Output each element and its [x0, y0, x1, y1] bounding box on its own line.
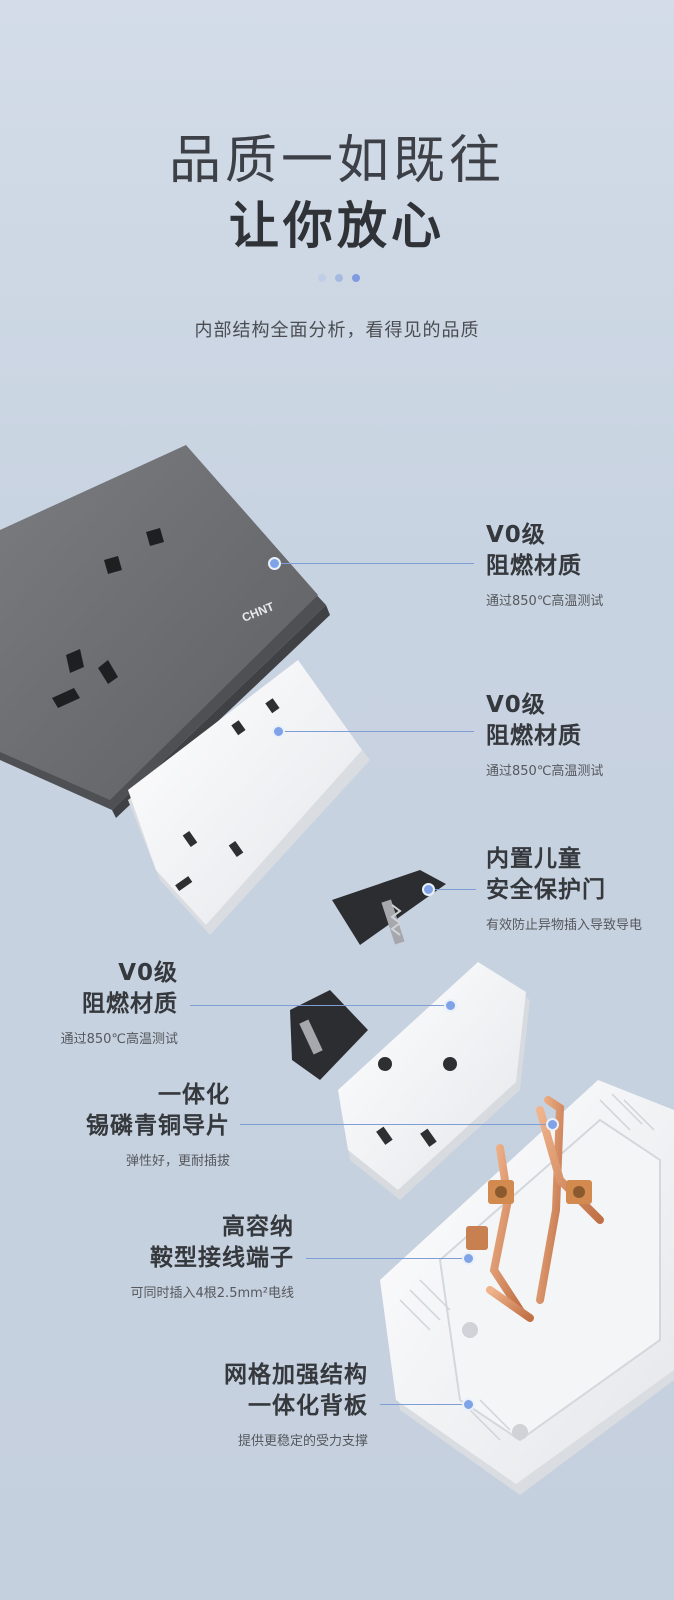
hero-subtitle: 让你放心: [229, 197, 445, 255]
wiring-terminals: [466, 1180, 592, 1250]
safety-shutter-upper: [332, 870, 446, 945]
callout-title-line1: 网格加强结构: [224, 1362, 368, 1388]
dot-indicator-3: [352, 274, 360, 282]
safety-shutter-lower: [290, 990, 368, 1080]
connector-line-5: [240, 1124, 552, 1125]
callout-desc: 有效防止异物插入导致导电: [486, 918, 643, 933]
connector-point-3: [422, 883, 435, 896]
connector-line-2: [282, 731, 474, 732]
callout-terminals: 高容纳 鞍型接线端子 可同时插入4根2.5mm²电线: [131, 1212, 294, 1301]
callout-title-line2: 锡磷青铜导片: [86, 1113, 230, 1139]
connector-line-4: [190, 1005, 450, 1006]
connector-point-2: [272, 725, 285, 738]
callout-title-line2: 一体化背板: [248, 1393, 368, 1419]
callout-desc: 可同时插入4根2.5mm²电线: [130, 1286, 294, 1301]
callout-desc: 通过850℃高温测试: [486, 594, 604, 609]
callout-title-line1: 内置儿童: [486, 846, 582, 872]
callout-desc: 弹性好，更耐插拔: [125, 1154, 230, 1169]
callout-title-line1: V0级: [486, 522, 546, 548]
hero-title: 品质一如既往: [168, 131, 505, 191]
dot-indicator-2: [335, 274, 343, 282]
inner-frame: [338, 962, 530, 1200]
connector-point-7: [462, 1398, 475, 1411]
callout-title-line2: 阻燃材质: [486, 553, 582, 579]
back-base: [380, 1080, 674, 1495]
callout-frame: V0级 阻燃材质 通过850℃高温测试: [486, 690, 603, 779]
connector-point-1: [268, 557, 281, 570]
callout-inner-frame: V0级 阻燃材质 通过850℃高温测试: [61, 958, 178, 1047]
connector-point-4: [444, 999, 457, 1012]
flame-retardant-frame: [128, 660, 370, 935]
connector-point-6: [462, 1252, 475, 1265]
callout-title-line1: 一体化: [158, 1082, 230, 1108]
pagination-dots: [318, 274, 360, 282]
callout-title-line1: V0级: [118, 960, 178, 986]
face-panel: CHNT: [0, 445, 330, 818]
callout-back-base: 网格加强结构 一体化背板 提供更稳定的受力支撑: [224, 1360, 368, 1449]
callout-title-line1: V0级: [486, 692, 546, 718]
connector-point-5: [546, 1118, 559, 1131]
callout-title-line1: 高容纳: [222, 1214, 294, 1240]
callout-title-line2: 鞍型接线端子: [150, 1245, 294, 1271]
callout-desc: 通过850℃高温测试: [486, 764, 604, 779]
callout-faceplate: V0级 阻燃材质 通过850℃高温测试: [486, 520, 603, 609]
callout-title-line2: 阻燃材质: [82, 991, 178, 1017]
callout-title-line2: 阻燃材质: [486, 723, 582, 749]
callout-conductors: 一体化 锡磷青铜导片 弹性好，更耐插拔: [86, 1080, 230, 1169]
connector-line-3: [432, 889, 476, 890]
copper-conductors: [486, 1096, 604, 1322]
hero-tagline: 内部结构全面分析，看得见的品质: [194, 320, 480, 341]
connector-line-6: [306, 1258, 468, 1259]
connector-line-1: [278, 563, 474, 564]
callout-desc: 提供更稳定的受力支撑: [237, 1434, 368, 1449]
callout-title-line2: 安全保护门: [486, 877, 606, 903]
dot-indicator-1: [318, 274, 326, 282]
callout-safety-shutter: 内置儿童 安全保护门 有效防止异物插入导致导电: [486, 844, 642, 933]
connector-line-7: [380, 1404, 468, 1405]
callout-desc: 通过850℃高温测试: [60, 1032, 178, 1047]
